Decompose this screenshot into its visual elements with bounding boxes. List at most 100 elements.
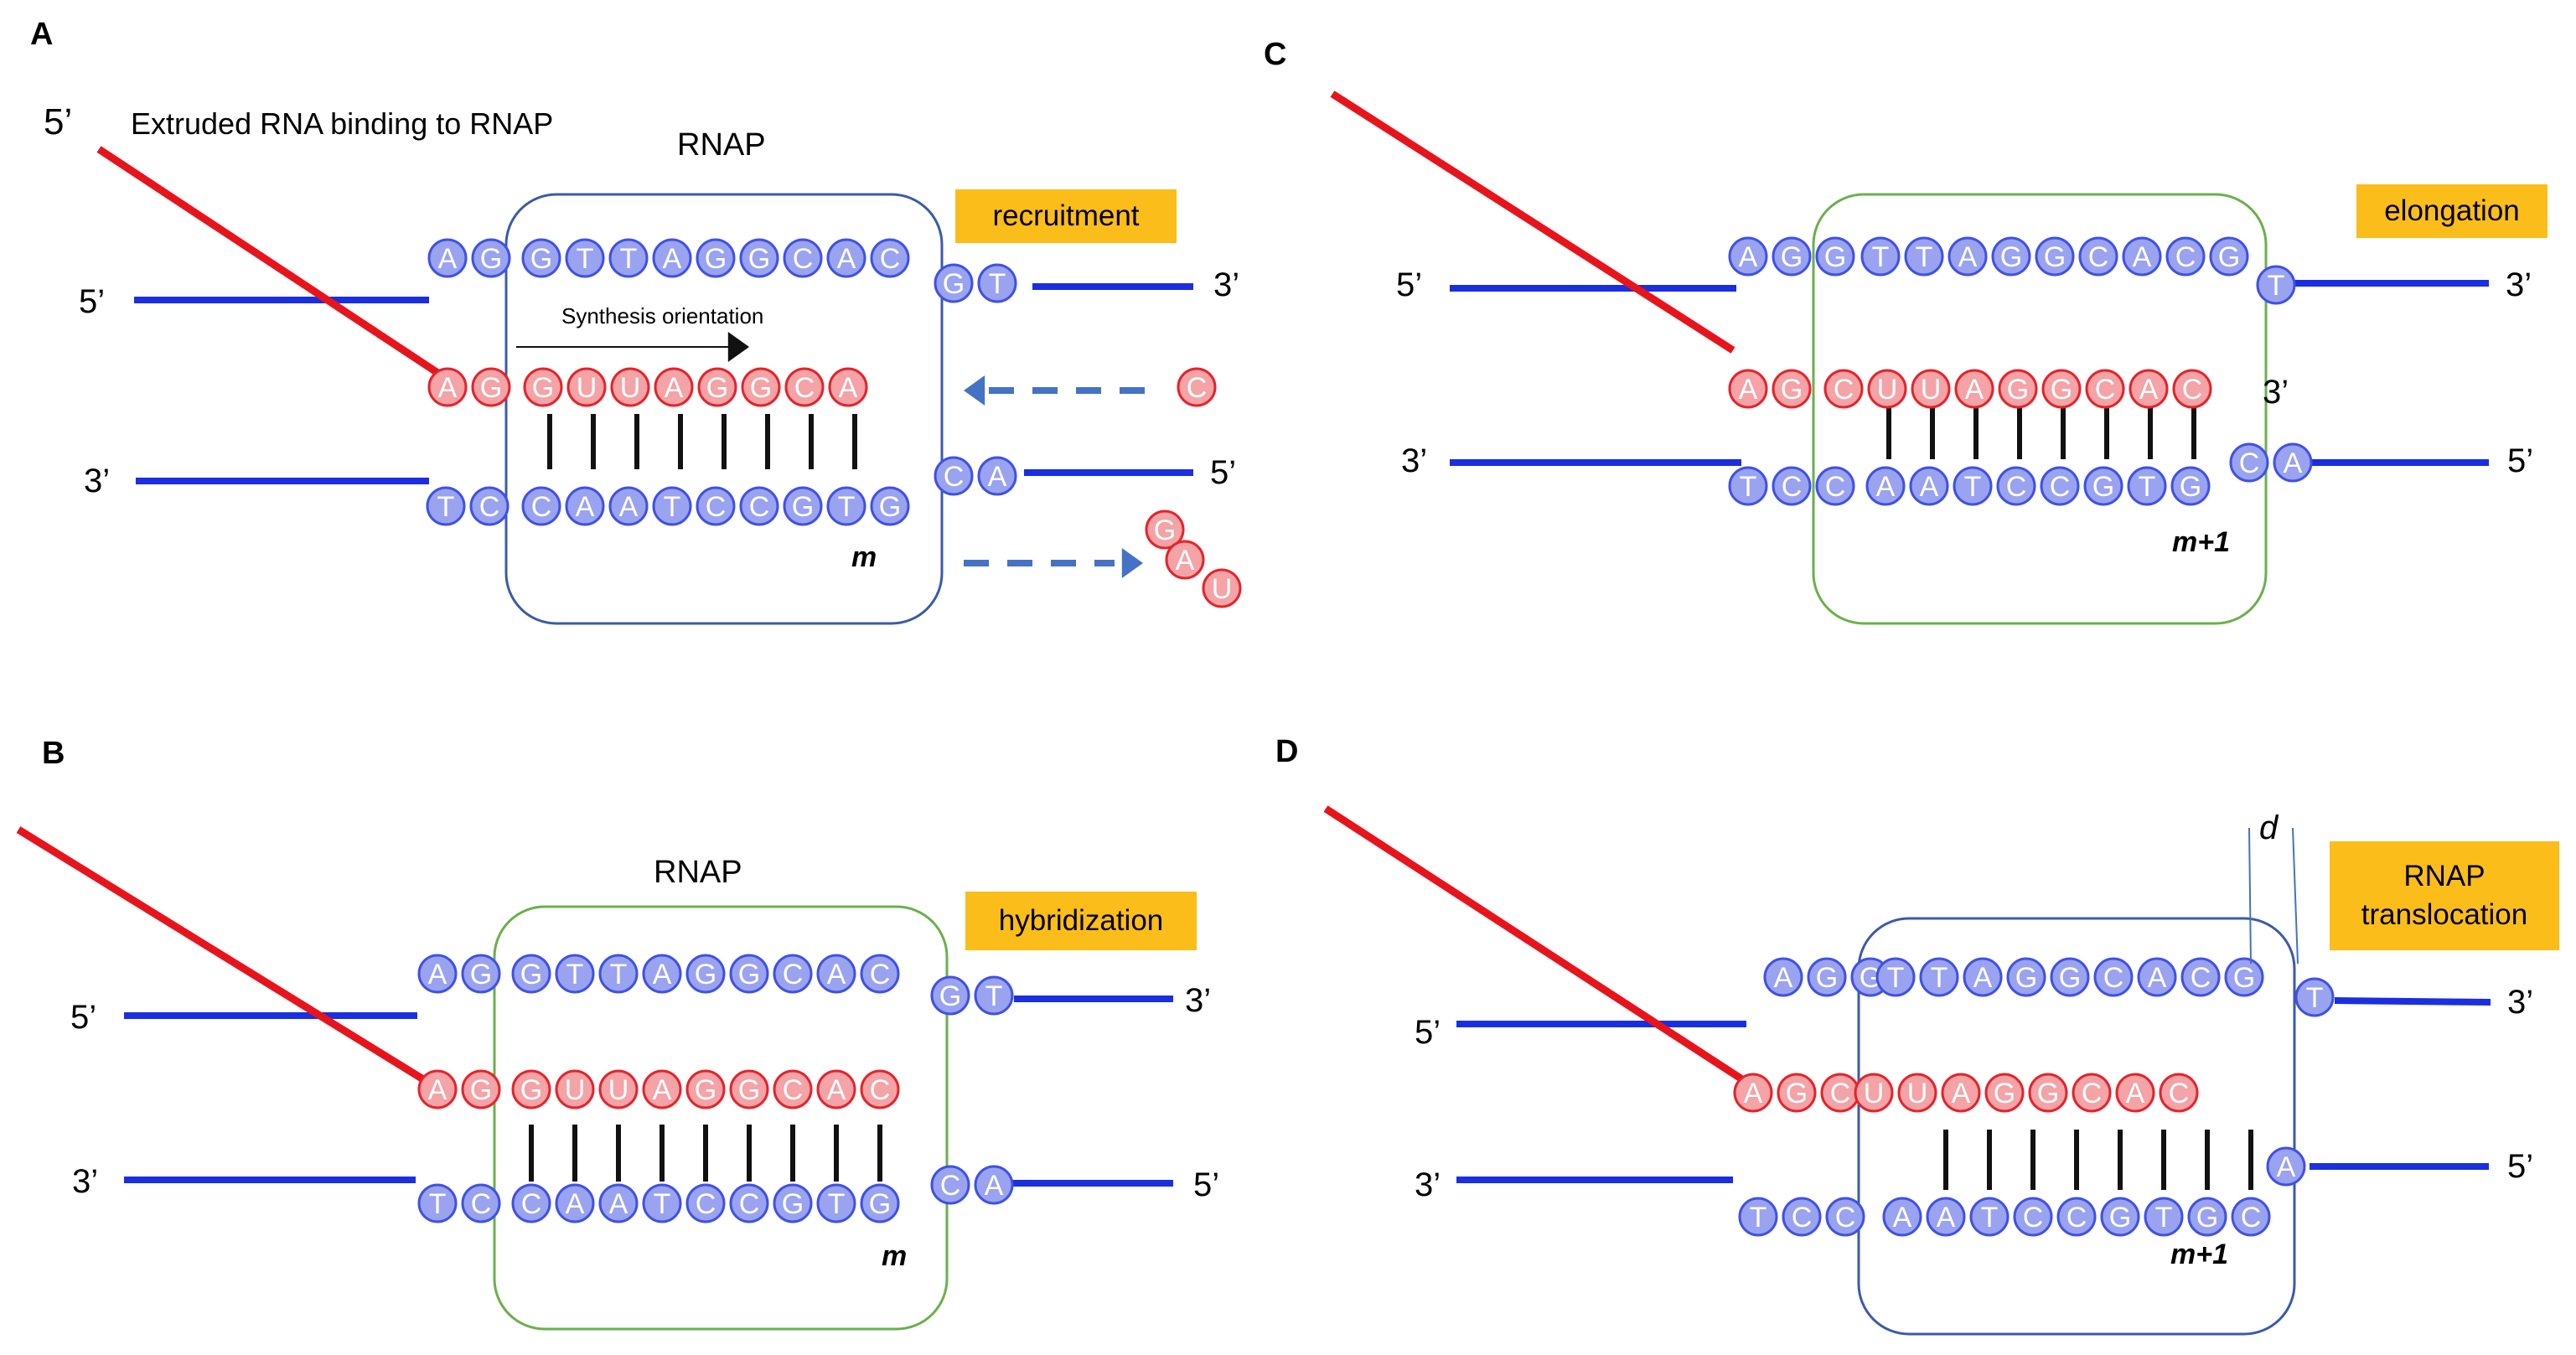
- panel-b-rna-left-bead-1-circle: [461, 1069, 501, 1109]
- panel-d-top-inside-bead-6-circle: [2137, 957, 2177, 997]
- panel-c-bottom-right-bead-1-letter: A: [2284, 447, 2303, 479]
- panel-d-rna-inside-bead-7-letter: C: [2169, 1078, 2190, 1109]
- panel-a-incoming-nucleotide: C: [1177, 367, 1217, 407]
- panel-a-top-inside-bead-8: C: [870, 238, 910, 278]
- panel-b-bottom-inside-bead-2: A: [598, 1183, 639, 1223]
- panel-c-bottom-inside-bead-4-circle: [2040, 466, 2080, 506]
- panel-c-top-inside-bead-2: A: [1948, 236, 1988, 277]
- panel-c-rna-inside-bead-7-circle: [2129, 369, 2169, 409]
- panel-d-bottom-left-bead-1-circle: [1782, 1197, 1822, 1237]
- panel-d-top-inside-bead-1: T: [1919, 957, 1959, 997]
- panel-b-position-m: m: [882, 1240, 908, 1272]
- panel-a-leaving-nucleotide-2-circle: [1202, 568, 1242, 608]
- panel-a-rna-strand: [96, 146, 447, 380]
- panel-b-top-inside-bead-3-circle: [642, 954, 682, 994]
- panel-c-rna-inside-bead-3-circle: [1954, 369, 1994, 409]
- panel-b-bottom-left-bead-1-circle: [461, 1183, 501, 1223]
- panel-a-rna-inside-bead-6-circle: [784, 367, 825, 407]
- panel-c-top-inside-bead-3-letter: G: [2000, 241, 2022, 273]
- panel-a-top-left-bead-0: A: [427, 238, 468, 278]
- panel-b-top-inside-bead-2: T: [598, 954, 639, 994]
- panel-b-rna-inside-bead-2-circle: [598, 1069, 639, 1109]
- panel-a-top-inside-bead-6-letter: C: [793, 243, 814, 275]
- panel-c-top-inside-bead-4-letter: G: [2044, 241, 2066, 273]
- panel-a-rna-inside-bead-1-letter: U: [577, 372, 597, 404]
- panel-b-bottom-inside-bead-4-letter: C: [696, 1188, 716, 1220]
- panel-a-rnap-box: [504, 193, 944, 625]
- panel-c-rna-inside-bead-0-letter: C: [1834, 374, 1854, 406]
- panel-b-top-inside-bead-4: G: [685, 954, 726, 994]
- panel-c-rna-inside-bead-8-letter: C: [2182, 374, 2203, 406]
- panel-c-bottom-inside-bead-5-circle: [2083, 466, 2123, 506]
- panel-a-bottom-inside-bead-0: C: [521, 486, 561, 526]
- panel-b-bottom-right-bead-1: A: [974, 1165, 1014, 1205]
- panel-a-leaving-nucleotide-2-letter: U: [1212, 573, 1233, 605]
- panel-c-top-right-bead-0-circle: [2256, 265, 2296, 305]
- panel-c-rna-inside-bead-2-circle: [1911, 369, 1951, 409]
- panel-b-top-inside-bead-6-circle: [773, 954, 813, 994]
- panel-c-rna-inside-bead-5-letter: G: [2051, 374, 2072, 406]
- panel-a-top-left-bead-0-letter: A: [438, 243, 458, 275]
- panel-d-bottom-inside-bead-6-letter: T: [2155, 1202, 2173, 1233]
- panel-b-top-left-bead-0-letter: A: [428, 959, 447, 990]
- panel-b-top-inside-bead-0-letter: G: [520, 959, 542, 990]
- panel-d-bottom-left-bead-2-letter: C: [1835, 1202, 1856, 1233]
- panel-d-rna-inside-bead-0-circle: [1854, 1073, 1894, 1113]
- panel-b-top-inside-bead-3: A: [642, 954, 682, 994]
- panel-a-rna-inside-bead-0: G: [523, 367, 563, 407]
- panel-c-bottom-right-bead-0-circle: [2229, 442, 2269, 483]
- panel-d-top-right-bead-0-circle: [2294, 977, 2335, 1017]
- panel-b-bottom-inside-bead-2-circle: [598, 1183, 639, 1223]
- panel-b-bottom-3prime: 3’: [72, 1163, 99, 1200]
- panel-c-top-inside-bead-1-circle: [1904, 236, 1944, 277]
- panel-a-rna-inside-bead-0-letter: G: [532, 372, 554, 404]
- panel-a-incoming-nucleotide-circle: [1177, 367, 1217, 407]
- panel-b-bottom-right-bead-0: C: [930, 1165, 970, 1205]
- panel-c-bottom-right-bead-1: A: [2273, 442, 2313, 483]
- panel-b-top-right-bead-0-circle: [930, 975, 970, 1016]
- panel-b-rna-inside-bead-7-circle: [816, 1069, 856, 1109]
- panel-b-top-inside-bead-7-letter: A: [827, 959, 846, 990]
- panel-a-bottom-right-bead-1: A: [977, 456, 1017, 496]
- panel-a-top-inside-bead-2-circle: [608, 238, 649, 278]
- panel-c-rna-inside-bead-7-letter: A: [2139, 374, 2159, 406]
- panel-a-top-inside-bead-4-letter: G: [705, 243, 727, 275]
- panel-a-top-right-bead-1-circle: [977, 263, 1017, 303]
- panel-b-top-inside-bead-3-letter: A: [653, 959, 672, 990]
- panel-a-bottom-inside-bead-2-circle: [608, 486, 649, 526]
- panel-b-top-left-bead-1: G: [461, 954, 501, 994]
- panel-b-top-right-bead-1-letter: T: [985, 980, 1003, 1012]
- panel-c-top-inside-bead-6-letter: A: [2133, 241, 2152, 273]
- panel-a-rnap-label: RNAP: [677, 127, 766, 163]
- panel-a-rna-inside-bead-6-letter: C: [794, 372, 815, 404]
- panel-b-bottom-inside-bead-7-circle: [816, 1183, 856, 1223]
- panel-a-rna-inside-bead-2-letter: U: [620, 372, 641, 404]
- panel-a-bottom-inside-bead-7-circle: [826, 486, 866, 526]
- panel-d-bottom-left-bead-0-circle: [1738, 1197, 1778, 1237]
- panel-a-bottom-inside-bead-4-letter: C: [706, 491, 727, 523]
- panel-d-top-inside-bead-5-letter: C: [2103, 962, 2124, 994]
- panel-c-top-right-bead-0: T: [2256, 265, 2296, 305]
- panel-c-rna-left-bead-1-letter: G: [1781, 374, 1803, 406]
- panel-b-top-left-bead-1-letter: G: [470, 959, 492, 990]
- panel-a-bottom-left-bead-0-letter: T: [437, 491, 455, 523]
- panel-b-rna-inside-bead-1: U: [555, 1069, 595, 1109]
- panel-c-rna-inside-bead-3: A: [1954, 369, 1994, 409]
- panel-b-rna-inside-bead-5-circle: [729, 1069, 769, 1109]
- panel-a-rna-inside-bead-3-letter: A: [665, 372, 684, 404]
- panel-b-bottom-inside-bead-6-letter: G: [782, 1188, 804, 1220]
- panel-b-bottom-left-bead-0: T: [417, 1183, 458, 1223]
- panel-d-bottom-left-bead-1-letter: C: [1792, 1202, 1813, 1233]
- panel-b-top-inside-bead-7-circle: [816, 954, 856, 994]
- panel-a-bottom-inside-bead-7: T: [826, 486, 866, 526]
- panel-d-top-inside-bead-4-circle: [2050, 957, 2090, 997]
- panel-c-bottom-inside-bead-7: G: [2170, 466, 2211, 506]
- panel-c-top-inside-bead-6: A: [2122, 236, 2162, 277]
- panel-b-top-inside-bead-2-letter: T: [610, 959, 628, 990]
- panel-b-rna-inside-bead-6-circle: [773, 1069, 813, 1109]
- panel-d-top-inside-bead-8: G: [2224, 957, 2264, 997]
- panel-c-bottom-left-bead-0-circle: [1728, 466, 1768, 506]
- panel-a-bottom-inside-bead-0-letter: C: [531, 491, 552, 523]
- panel-c-bottom-right-bead-0: C: [2229, 442, 2269, 483]
- panel-d-top-left-bead-1: G: [1807, 957, 1847, 997]
